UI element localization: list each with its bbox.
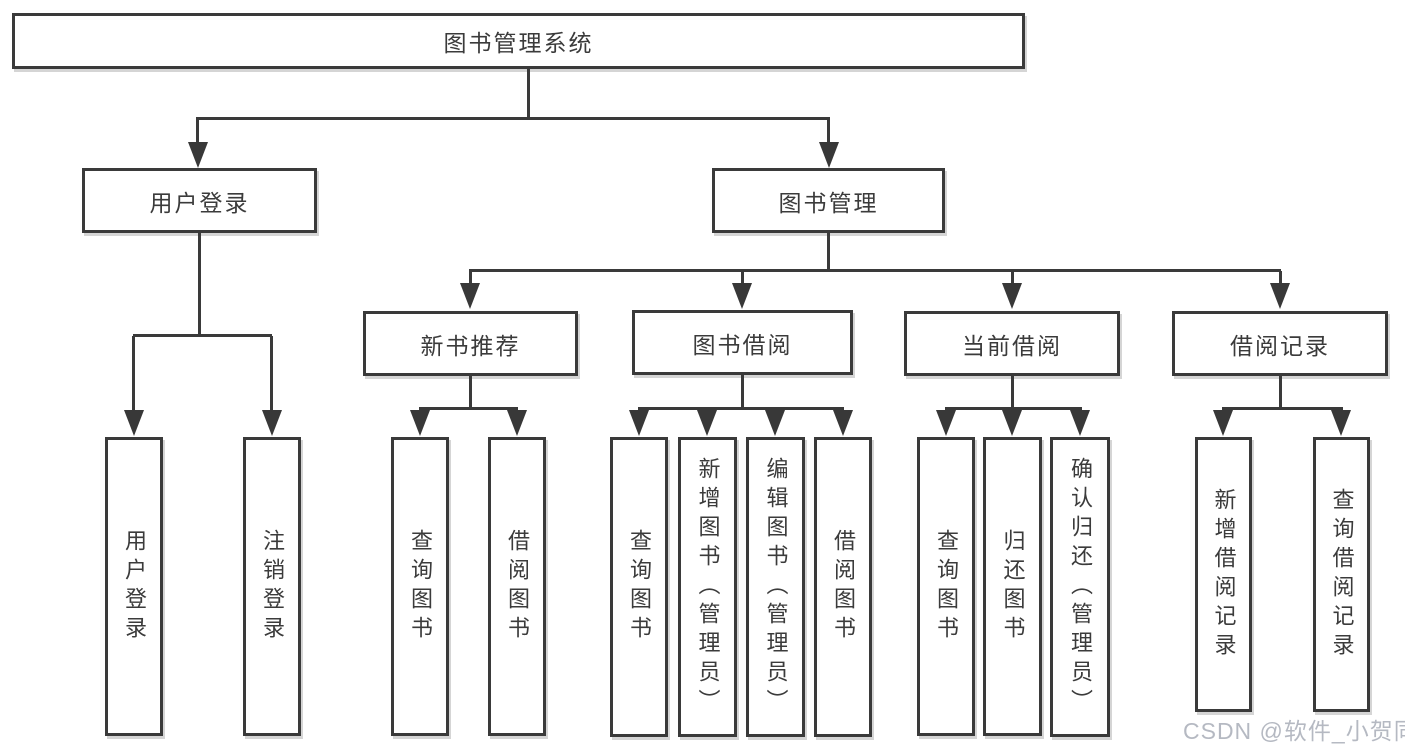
connector-line [741,271,744,283]
connector-line [1279,271,1282,283]
connector-line [1222,407,1343,410]
leaf-records-query-record: 查询借阅记录 [1313,437,1370,712]
arrow-down-icon [124,410,144,436]
arrow-down-icon [697,410,717,436]
connector-line [527,68,530,118]
leaf-current-return-books: 归还图书 [983,437,1042,736]
leaf-current-query-books: 查询图书 [917,437,975,736]
connector-line [469,376,472,408]
leaf-recommend-query-books: 查询图书 [391,437,449,736]
leaf-records-add-record: 新增借阅记录 [1195,437,1252,712]
arrow-down-icon [460,283,480,309]
arrow-down-icon [262,410,282,436]
node-book-management: 图书管理 [712,168,945,233]
connector-line [1011,271,1014,283]
connector-line [469,271,472,283]
arrow-down-icon [1002,410,1022,436]
arrow-down-icon [765,410,785,436]
arrow-down-icon [833,410,853,436]
arrow-down-icon [1270,283,1290,309]
arrow-down-icon [410,410,430,436]
node-user-login: 用户登录 [82,168,317,233]
node-borrowing-records: 借阅记录 [1172,311,1388,376]
connector-line [419,407,518,410]
connector-line [196,117,830,120]
arrow-down-icon [819,142,839,168]
connector-line [132,336,135,410]
connector-line [1011,376,1014,408]
node-new-book-recommend: 新书推荐 [363,311,578,376]
connector-line [198,233,201,336]
arrow-down-icon [629,410,649,436]
connector-line [469,269,1281,272]
csdn-watermark: CSDN @软件_小贺同学 [1183,718,1405,744]
node-current-borrowing: 当前借阅 [904,311,1120,376]
leaf-borrowing-edit-books-admin: 编辑图书（管理员） [746,437,805,737]
arrow-down-icon [936,410,956,436]
leaf-borrowing-add-books-admin: 新增图书（管理员） [678,437,737,737]
connector-line [133,334,272,337]
leaf-current-confirm-return-admin: 确认归还（管理员） [1050,437,1110,737]
arrow-down-icon [732,283,752,309]
leaf-user-login: 用户登录 [105,437,163,736]
arrow-down-icon [188,142,208,168]
connector-line [741,375,744,408]
connector-line [638,407,844,410]
arrow-down-icon [1331,410,1351,436]
arrow-down-icon [1002,283,1022,309]
leaf-borrowing-query-books: 查询图书 [610,437,668,737]
connector-line [196,119,199,142]
leaf-logout: 注销登录 [243,437,301,736]
arrow-down-icon [507,410,527,436]
connector-line [827,233,830,270]
connector-line [270,336,273,410]
connector-line [945,407,1082,410]
arrow-down-icon [1213,410,1233,436]
node-library-management-system: 图书管理系统 [12,13,1025,69]
leaf-recommend-borrow-books: 借阅图书 [488,437,546,736]
leaf-borrowing-borrow-books: 借阅图书 [814,437,872,737]
connector-line [1279,376,1282,408]
node-book-borrowing: 图书借阅 [632,310,853,375]
connector-line [827,119,830,142]
arrow-down-icon [1070,410,1090,436]
